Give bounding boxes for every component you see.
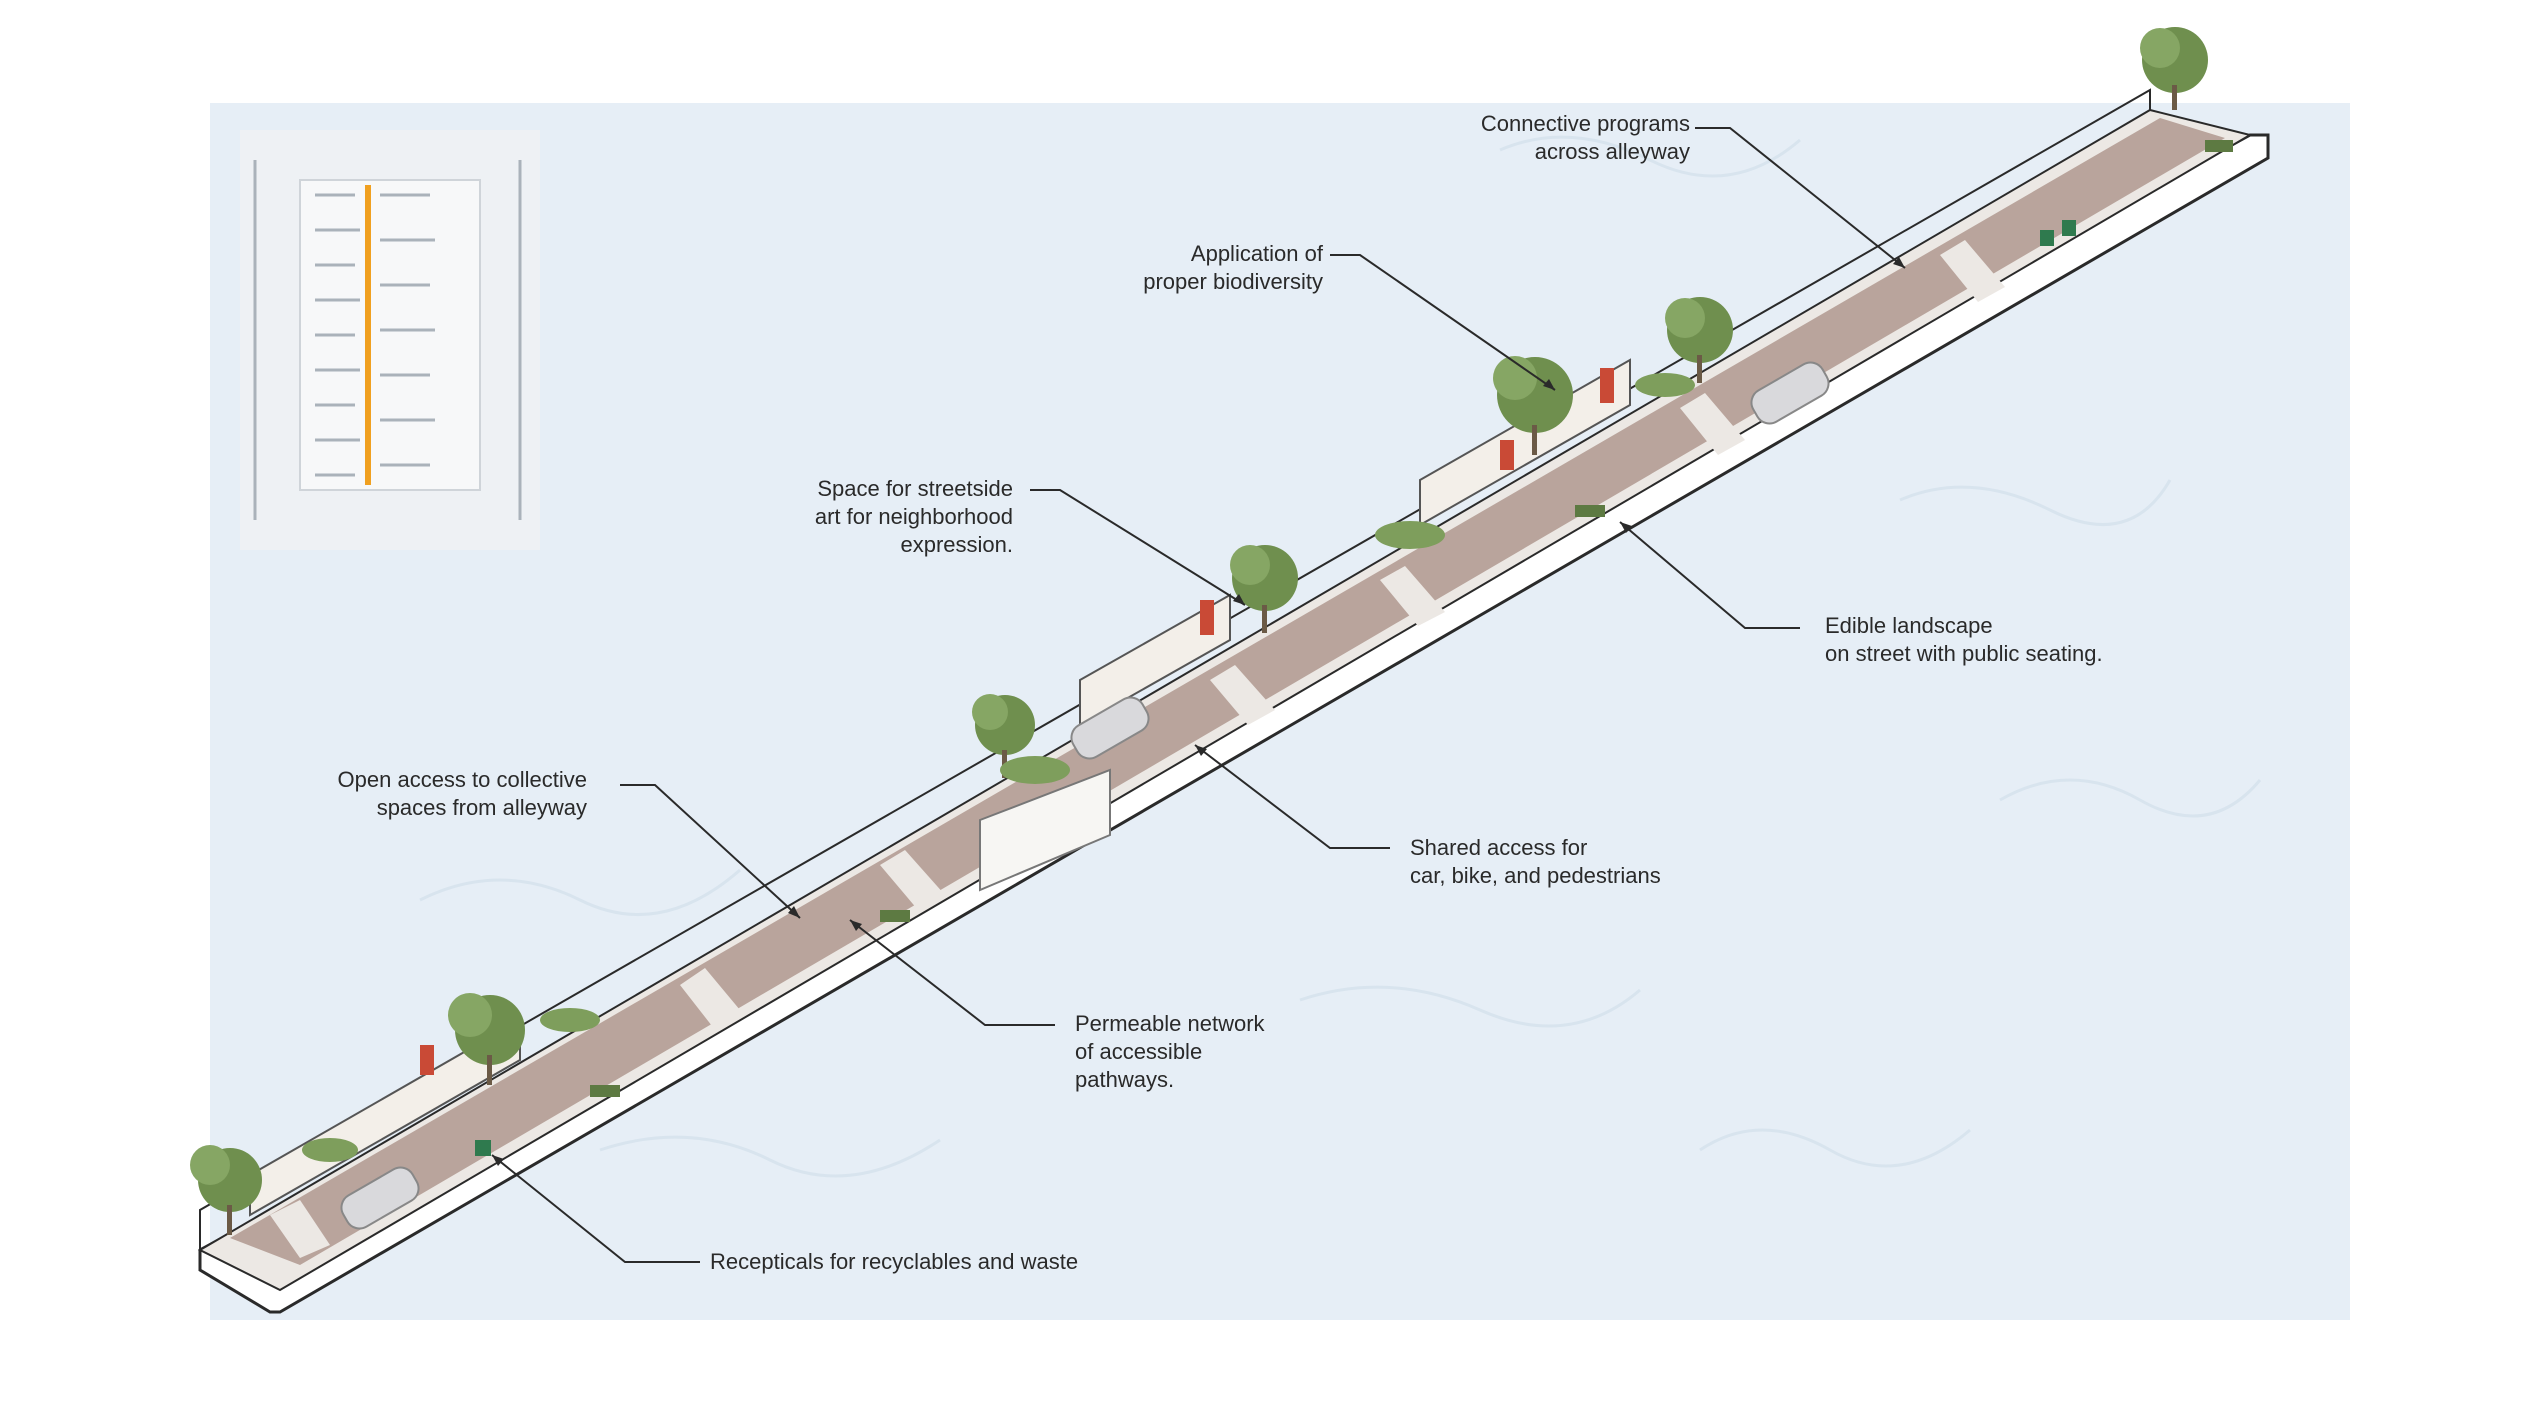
annotation-permeable-network: Permeable network of accessible pathways… [1075, 1010, 1265, 1094]
annotation-recepticals: Recepticals for recyclables and waste [710, 1248, 1078, 1276]
bin-icon [2062, 220, 2076, 236]
site-plan-map [240, 130, 540, 550]
annotation-biodiversity: Application of proper biodiversity [1143, 240, 1323, 296]
annotation-connective: Connective programs across alleyway [1481, 110, 1690, 166]
bin-icon [2040, 230, 2054, 246]
annotation-streetside-art: Space for streetside art for neighborhoo… [815, 475, 1013, 559]
bin-icon [475, 1140, 491, 1156]
annotation-edible-landscape: Edible landscape on street with public s… [1825, 612, 2103, 668]
annotation-shared-access: Shared access for car, bike, and pedestr… [1410, 834, 1661, 890]
annotation-open-access: Open access to collective spaces from al… [338, 766, 587, 822]
